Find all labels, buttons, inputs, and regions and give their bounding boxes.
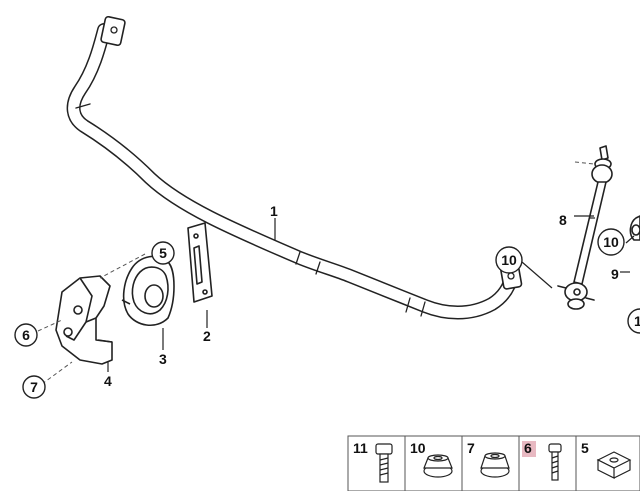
callout-1: 1 — [270, 203, 278, 219]
callout-7: 7 — [30, 379, 38, 395]
callout-6: 6 — [22, 327, 30, 343]
stabilizer-bar[interactable] — [66, 15, 523, 320]
callout-10a-badge: 10 — [495, 246, 523, 274]
bolt-icon — [375, 443, 393, 483]
stabilizer-link[interactable] — [557, 145, 613, 310]
strip-num-10: 10 — [410, 440, 426, 456]
callout-partial: 1 — [634, 313, 640, 329]
clamp-bracket[interactable] — [55, 275, 113, 365]
highlight-marker — [522, 441, 536, 457]
strip-num-7: 7 — [467, 440, 475, 456]
strip-num-5: 5 — [581, 440, 589, 456]
strip-cell-10[interactable]: 10 — [404, 435, 463, 491]
strip-num-11: 11 — [353, 440, 368, 456]
flange-nut-icon — [423, 454, 453, 478]
strip-num-6: 6 — [524, 440, 532, 456]
screw-icon — [548, 443, 562, 481]
flange-nut-icon — [480, 452, 510, 478]
callout-10b: 10 — [603, 234, 619, 250]
square-nut-icon — [596, 451, 632, 479]
mounting-plate[interactable] — [187, 222, 213, 303]
callout-5-badge: 5 — [151, 241, 175, 265]
strip-cell-11[interactable]: 11 — [347, 435, 406, 491]
callout-6-badge: 6 — [14, 323, 38, 347]
leader-lines — [107, 215, 635, 372]
parts-strip: 11 10 7 — [347, 435, 640, 491]
strip-cell-7[interactable]: 7 — [461, 435, 520, 491]
callout-2: 2 — [203, 328, 211, 344]
callout-8: 8 — [559, 212, 567, 228]
callout-partial-badge: 1 — [627, 308, 640, 334]
dashed-leaders — [37, 161, 595, 385]
callout-9: 9 — [611, 266, 619, 282]
callout-3: 3 — [159, 351, 167, 367]
rubber-bushing[interactable] — [121, 255, 175, 326]
callout-10a: 10 — [501, 252, 517, 268]
callout-10b-badge: 10 — [597, 228, 625, 256]
strip-cell-6[interactable]: 6 — [518, 435, 577, 491]
strip-cell-5[interactable]: 5 — [575, 435, 640, 491]
callout-4: 4 — [104, 373, 112, 389]
callout-5: 5 — [159, 245, 167, 261]
partial-part-right — [629, 215, 640, 241]
callout-7-badge: 7 — [22, 375, 46, 399]
